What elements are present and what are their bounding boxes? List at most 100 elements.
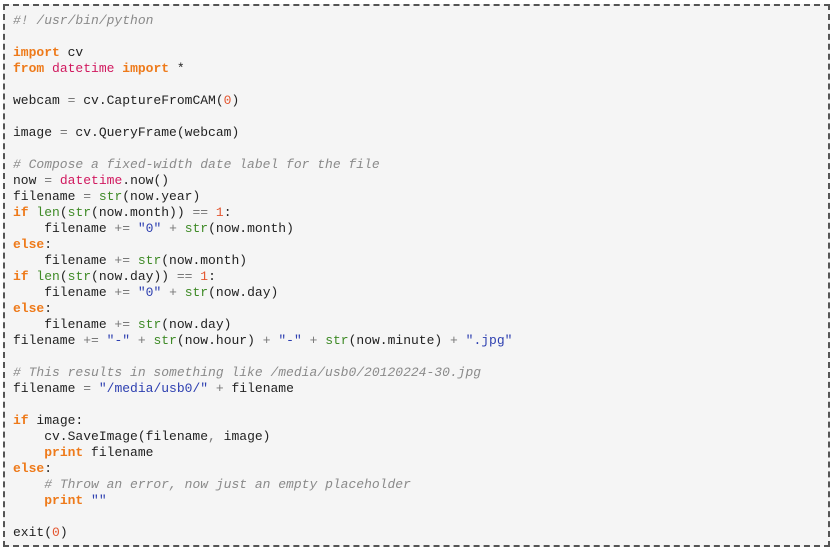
builtin-token: str: [184, 285, 209, 300]
comment-token: # Compose a fixed-width date label for t…: [13, 157, 380, 172]
module-token: datetime: [59, 173, 123, 188]
code-token: filename: [13, 381, 84, 396]
code-line: print filename: [13, 445, 828, 461]
code-token: cv.CaptureFromCAM(: [75, 93, 224, 108]
code-line: filename = str(now.year): [13, 189, 828, 205]
code-line: # Compose a fixed-width date label for t…: [13, 157, 828, 173]
operator-token: =: [83, 381, 92, 396]
comment-token: #! /usr/bin/python: [13, 13, 154, 28]
code-line: print "": [13, 493, 828, 509]
builtin-token: str: [137, 317, 162, 332]
code-token: [91, 189, 99, 204]
code-line: from datetime import *: [13, 61, 828, 77]
code-token: filename: [13, 253, 115, 268]
string-token: ".jpg": [465, 333, 513, 348]
code-token: filename: [13, 285, 115, 300]
code-token: (now.day): [208, 285, 279, 300]
code-token: :: [44, 461, 53, 476]
code-token: ): [59, 525, 68, 540]
operator-token: +: [262, 333, 271, 348]
code-token: (now.day): [161, 317, 232, 332]
number-token: 0: [52, 525, 60, 540]
code-line: [13, 141, 828, 157]
code-line: exit(0): [13, 525, 828, 541]
code-token: .now(): [122, 173, 170, 188]
string-token: "-": [278, 333, 302, 348]
operator-token: +: [137, 333, 146, 348]
keyword-token: if: [13, 413, 29, 428]
builtin-token: str: [98, 189, 123, 204]
code-token: filename: [223, 381, 294, 396]
operator-token: +: [169, 221, 177, 236]
code-token: (now.month)): [91, 205, 193, 220]
operator-token: =: [44, 173, 53, 188]
code-token: *: [169, 61, 185, 76]
code-line: if image:: [13, 413, 828, 429]
keyword-token: else: [13, 237, 45, 252]
keyword-token: from: [13, 61, 45, 76]
operator-token: +=: [114, 253, 131, 268]
code-token: [130, 317, 138, 332]
number-token: 1: [215, 205, 224, 220]
code-line: import cv: [13, 45, 828, 61]
code-token: [177, 221, 185, 236]
code-token: (now.minute): [348, 333, 451, 348]
code-token: :: [223, 205, 232, 220]
code-token: [161, 221, 169, 236]
code-token: [52, 173, 60, 188]
builtin-token: len: [36, 205, 60, 220]
keyword-token: import: [122, 61, 170, 76]
operator-token: +: [450, 333, 458, 348]
code-line: if len(str(now.month)) == 1:: [13, 205, 828, 221]
code-token: filename: [13, 317, 115, 332]
code-token: image: [13, 125, 60, 140]
code-token: [130, 221, 138, 236]
code-token: filename: [13, 189, 84, 204]
code-token: [83, 493, 91, 508]
code-line: now = datetime.now(): [13, 173, 828, 189]
string-token: "0": [137, 285, 162, 300]
code-token: image:: [28, 413, 84, 428]
code-token: [458, 333, 466, 348]
comment-token: # This results in something like /media/…: [13, 365, 482, 380]
code-token: :: [208, 269, 216, 284]
code-token: [208, 381, 216, 396]
code-line: filename += "0" + str(now.month): [13, 221, 828, 237]
code-token: ): [231, 93, 240, 108]
keyword-token: else: [13, 301, 45, 316]
code-line: filename += str(now.month): [13, 253, 828, 269]
code-token: (now.month): [208, 221, 294, 236]
code-token: (now.month): [161, 253, 248, 268]
code-token: [302, 333, 310, 348]
code-line: else:: [13, 301, 828, 317]
code-line: # This results in something like /media/…: [13, 365, 828, 381]
number-token: 1: [200, 269, 209, 284]
builtin-token: len: [36, 269, 60, 284]
code-token: exit(: [13, 525, 53, 540]
module-token: datetime: [52, 61, 115, 76]
string-token: "": [91, 493, 107, 508]
number-token: 0: [223, 93, 232, 108]
code-token: [130, 285, 138, 300]
builtin-token: str: [184, 221, 209, 236]
code-token: filename: [13, 333, 84, 348]
builtin-token: str: [67, 269, 92, 284]
keyword-token: if: [13, 205, 29, 220]
code-token: [99, 333, 107, 348]
code-token: [44, 61, 52, 76]
operator-token: =: [59, 125, 68, 140]
code-token: now: [13, 173, 45, 188]
code-token: [13, 477, 44, 492]
code-token: image): [215, 429, 271, 444]
code-token: (now.year): [122, 189, 201, 204]
code-token: (now.day)): [91, 269, 177, 284]
string-token: "/media/usb0/": [98, 381, 209, 396]
code-line: [13, 349, 828, 365]
code-token: [177, 285, 185, 300]
code-token: [13, 445, 44, 460]
string-token: "0": [137, 221, 162, 236]
operator-token: ,: [208, 429, 216, 444]
code-line: [13, 29, 828, 45]
code-line: cv.SaveImage(filename, image): [13, 429, 828, 445]
code-token: [130, 253, 138, 268]
